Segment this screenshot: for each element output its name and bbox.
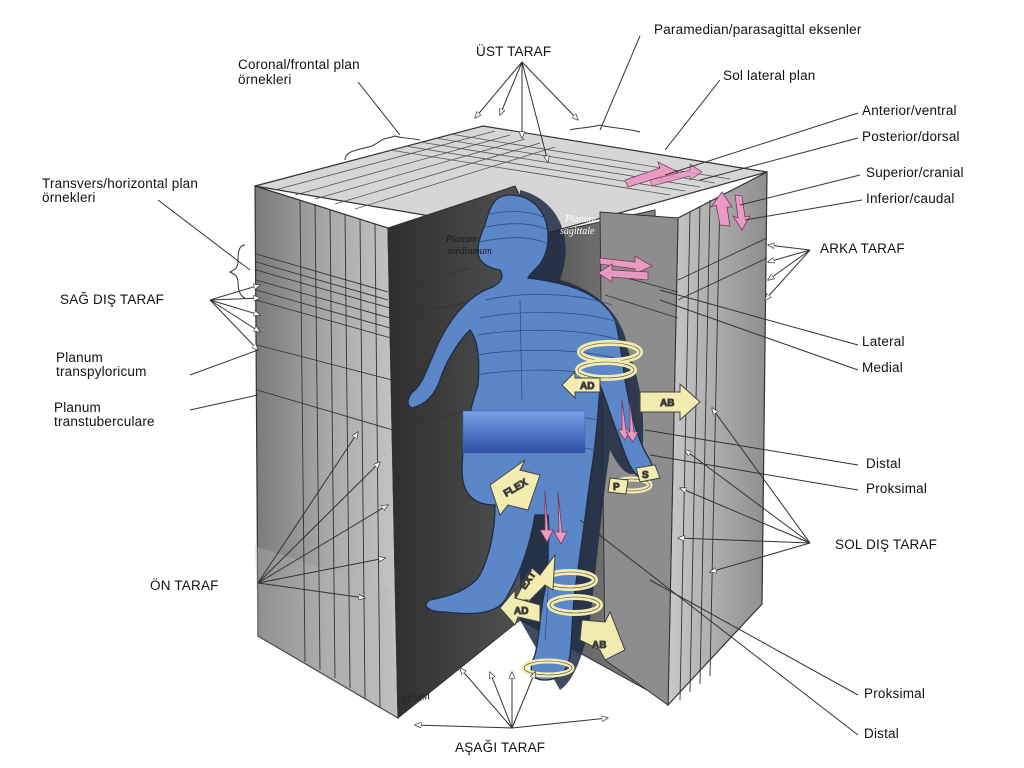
planum-transpyloricum-label: Planum	[56, 350, 103, 365]
transvers-label: Transvers/horizontal plan	[42, 176, 198, 191]
leader-lines	[157, 35, 863, 736]
proximal-distal-arm-arrow	[617, 399, 631, 441]
distal-lower-label: Distal	[864, 726, 899, 741]
ab-leg-arrow	[579, 610, 626, 661]
pink-arrows	[539, 161, 751, 545]
ab-arm-arrow	[639, 382, 701, 422]
ext-arrow	[514, 553, 556, 611]
planum-sagittale-label: Planum	[564, 214, 596, 225]
box-right-face	[667, 171, 768, 707]
posterior-label: Posterior/dorsal	[862, 129, 960, 144]
medial-label: Medial	[862, 360, 903, 375]
ad-leg-label: AD	[514, 606, 528, 617]
sol-lateral-plan-label: Sol lateral plan	[723, 68, 816, 83]
redaction-block	[462, 410, 586, 454]
proksimal-upper-label: Proksimal	[866, 481, 927, 496]
paramedian-label: Paramedian/parasagittal eksenler	[654, 22, 862, 37]
planum-transpyloricum-label-2: transpyloricum	[56, 364, 147, 379]
planum-transtuberculare-label: Planum	[54, 400, 101, 415]
direction-arrows	[209, 61, 811, 728]
artist-signature: REMM	[400, 691, 432, 707]
lateral-label: Lateral	[862, 334, 905, 349]
flex-arrow	[489, 459, 541, 517]
arka-taraf-label: ARKA TARAF	[820, 241, 905, 256]
proximal-distal-leg-arrow	[539, 489, 554, 543]
proksimal-lower-label: Proksimal	[864, 686, 925, 701]
labels: ÜST TARAF Paramedian/parasagittal eksenl…	[42, 22, 964, 755]
on-taraf-label: ÖN TARAF	[150, 578, 219, 593]
p-label: P	[613, 482, 620, 493]
transvers-label-2: örnekleri	[42, 190, 96, 205]
asagi-taraf-label: AŞAĞI TARAF	[455, 740, 545, 755]
movement-arrows: AB AD FLEX EXT AD AB S P	[489, 340, 701, 678]
superior-label: Superior/cranial	[866, 165, 964, 180]
medial-lateral-arrow	[599, 255, 653, 275]
ad-leg-arrow	[499, 588, 541, 626]
anterior-label: Anterior/ventral	[862, 103, 957, 118]
ust-taraf-label: ÜST TARAF	[476, 44, 551, 59]
distal-upper-label: Distal	[866, 456, 901, 471]
transverse-lines	[255, 237, 768, 431]
planum-sagittale-label-2: sagittale	[560, 226, 595, 237]
sol-dis-taraf-label: SOL DIŞ TARAF	[835, 537, 937, 552]
superior-inferior-arrow	[709, 191, 733, 227]
planum-transtuberculare-label-2: transtuberculare	[54, 414, 155, 429]
ab-leg-label: AB	[592, 640, 606, 651]
inferior-label: Inferior/caudal	[866, 191, 955, 206]
ab-arm-label: AB	[660, 398, 674, 409]
s-label: S	[642, 470, 649, 481]
coronal-label: Coronal/frontal plan	[238, 57, 360, 72]
sag-dis-taraf-label: SAĞ DIŞ TARAF	[60, 292, 164, 307]
planum-mediamum-label-2: mediamum	[448, 246, 492, 257]
ad-arm-label: AD	[580, 381, 594, 392]
coronal-label-2: örnekleri	[238, 72, 292, 87]
ad-arm-arrow	[561, 370, 601, 400]
planum-mediamum-label: Planum	[445, 234, 477, 245]
